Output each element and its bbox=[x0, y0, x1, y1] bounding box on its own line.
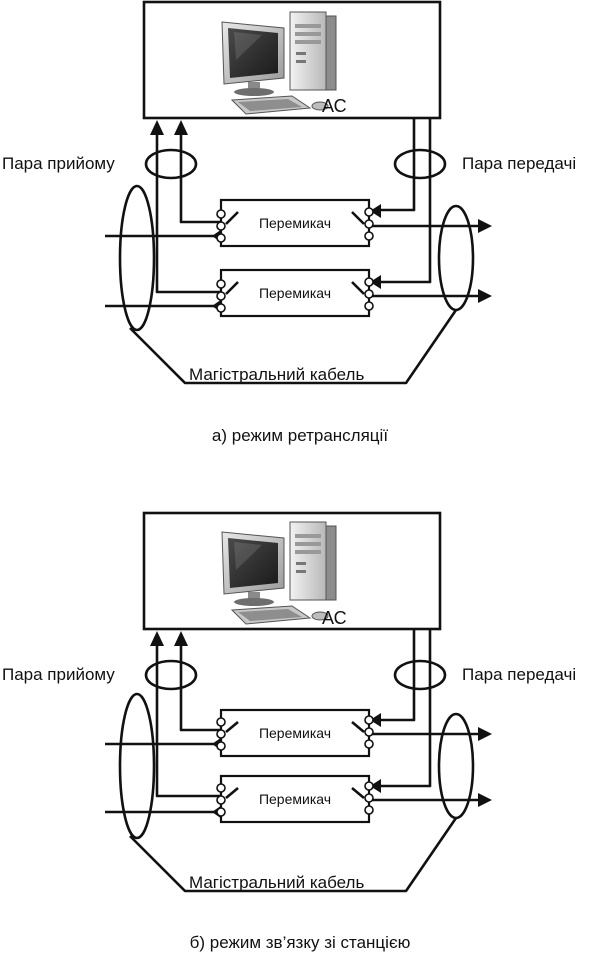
arrow-up-icon bbox=[174, 120, 188, 135]
arrow-up-icon bbox=[174, 631, 188, 646]
panel-b: АС Пара прийому Пара передачі Перемикач … bbox=[2, 511, 576, 952]
switch-contacts bbox=[216, 207, 374, 313]
switch-box bbox=[219, 708, 371, 758]
arrow-left-icon bbox=[370, 275, 381, 289]
transmit-pair-ring bbox=[393, 659, 447, 691]
transmit-wire-2 bbox=[378, 118, 432, 284]
station-label: АС bbox=[322, 608, 347, 628]
arrow-left-icon bbox=[370, 713, 381, 727]
transmit-wire-2 bbox=[378, 629, 432, 788]
switch-label: Перемикач bbox=[259, 215, 331, 231]
cable-ring-left bbox=[118, 692, 156, 840]
switch-label: Перемикач bbox=[259, 285, 331, 301]
receive-pair-ring bbox=[144, 659, 198, 691]
arrow-up-icon bbox=[150, 631, 164, 646]
cable-ring-right bbox=[437, 712, 475, 820]
receive-wire-1 bbox=[155, 127, 221, 294]
receive-pair-label: Пара прийому bbox=[2, 665, 115, 684]
transmit-pair-ring bbox=[393, 148, 447, 180]
receive-pair-label: Пара прийому bbox=[2, 154, 115, 173]
arrow-up-icon bbox=[150, 120, 164, 135]
cable-ring-right bbox=[437, 204, 475, 312]
caption: а) режим ретрансляції bbox=[212, 426, 388, 445]
arrow-right-icon bbox=[478, 793, 492, 807]
transmit-wire-1 bbox=[378, 629, 416, 722]
arrow-left-icon bbox=[370, 204, 381, 218]
station-label: АС bbox=[322, 96, 347, 116]
trunk-cable bbox=[129, 817, 458, 893]
panel-a: АС Пара прийому Пара передачі Перемикач … bbox=[2, 0, 576, 445]
transmit-wire-1 bbox=[378, 118, 416, 212]
transmit-pair-label: Пара передачі bbox=[462, 154, 576, 173]
receive-wire-2 bbox=[179, 638, 221, 732]
switch-label: Перемикач bbox=[259, 791, 331, 807]
trunk-cable bbox=[129, 309, 458, 385]
caption: б) режим зв’язку зі станцією bbox=[190, 933, 411, 952]
receive-wire-2 bbox=[179, 127, 221, 224]
arrow-right-icon bbox=[478, 289, 492, 303]
receive-wire-1 bbox=[155, 638, 221, 798]
switch-label: Перемикач bbox=[259, 725, 331, 741]
transmit-pair-label: Пара передачі bbox=[462, 665, 576, 684]
cable-ring-left bbox=[118, 184, 156, 332]
switch-contacts bbox=[216, 715, 374, 817]
receive-pair-ring bbox=[144, 148, 198, 180]
arrow-right-icon bbox=[478, 219, 492, 233]
trunk-cable-label: Магістральний кабель bbox=[189, 873, 364, 892]
arrow-left-icon bbox=[370, 779, 381, 793]
arrow-right-icon bbox=[478, 727, 492, 741]
trunk-cable-label: Магістральний кабель bbox=[189, 365, 364, 384]
